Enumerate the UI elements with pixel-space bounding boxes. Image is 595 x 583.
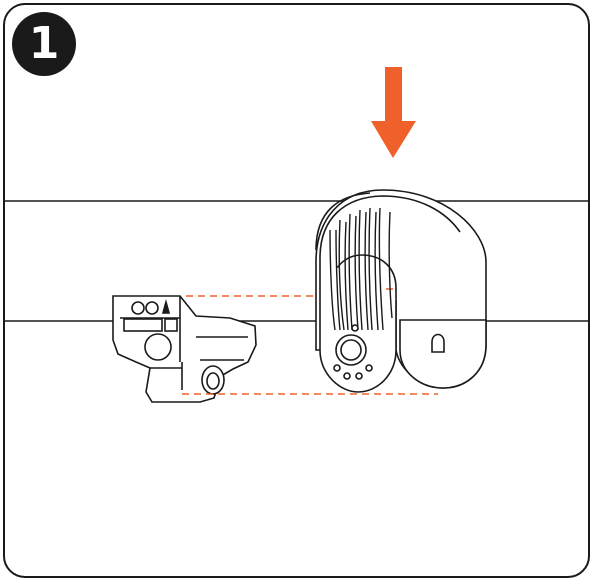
pole — [4, 200, 589, 322]
camera-mount-part — [112, 295, 257, 403]
clamp-camera-button — [333, 324, 373, 380]
step-number-badge: 1 — [12, 12, 76, 76]
step-number: 1 — [28, 18, 60, 69]
clamp-ribs — [329, 207, 393, 331]
instruction-panel — [3, 3, 590, 578]
down-arrow-icon — [371, 67, 416, 158]
